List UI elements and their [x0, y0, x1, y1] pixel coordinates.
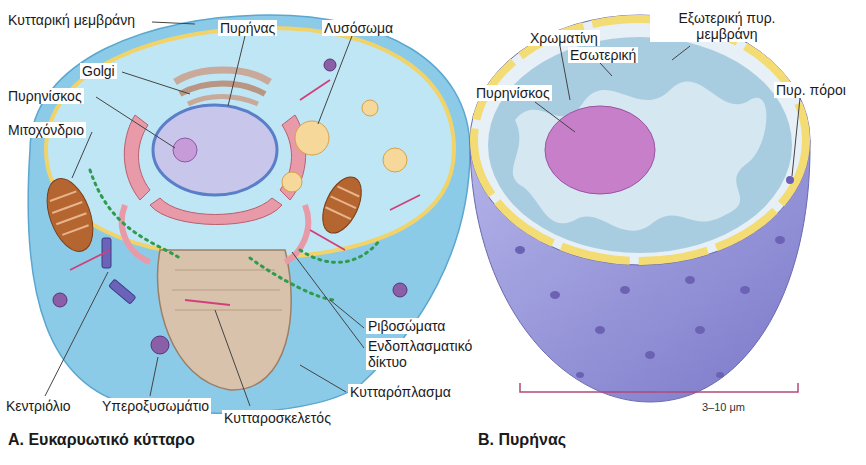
- ribosome-label: Ριβοσώματα: [366, 318, 447, 334]
- peroxisome-label: Υπεροξυσωμάτιο: [100, 398, 211, 414]
- mitochondrion-label: Μιτοχόνδριο: [6, 122, 86, 138]
- nucleolus-label: Πυρηνίσκος: [6, 88, 84, 104]
- inner-membrane-label: Εσωτερική: [568, 47, 638, 63]
- panel-caption: A. Ευκαρυωτικό κύτταρο: [6, 430, 197, 449]
- cytoskeleton-label: Κυτταροσκελετός: [222, 410, 333, 426]
- lysosome-label: Λυσόσωμα: [322, 20, 395, 36]
- nucleolus-label: Πυρηνίσκος: [474, 85, 552, 101]
- membrane-label: Κυτταρική μεμβράνη: [6, 12, 137, 28]
- er-label: Ενδοπλασματικό δίκτυο: [366, 338, 488, 370]
- nucleus-label: Πυρήνας: [218, 20, 277, 36]
- outer-membrane-label: Εξωτερική πυρ. μεμβράνη: [650, 10, 804, 42]
- pore-label: Πυρ. πόροι: [774, 82, 848, 98]
- panel-caption: B. Πυρήνας: [476, 430, 568, 449]
- cytoplasm-label: Κυτταρόπλασμα: [348, 384, 453, 400]
- chromatin-label: Χρωματίνη: [528, 30, 600, 46]
- golgi-label: Golgi: [80, 63, 117, 79]
- scale-label: 3–10 μm: [700, 401, 747, 414]
- centriole-label: Κεντριόλιο: [4, 398, 73, 414]
